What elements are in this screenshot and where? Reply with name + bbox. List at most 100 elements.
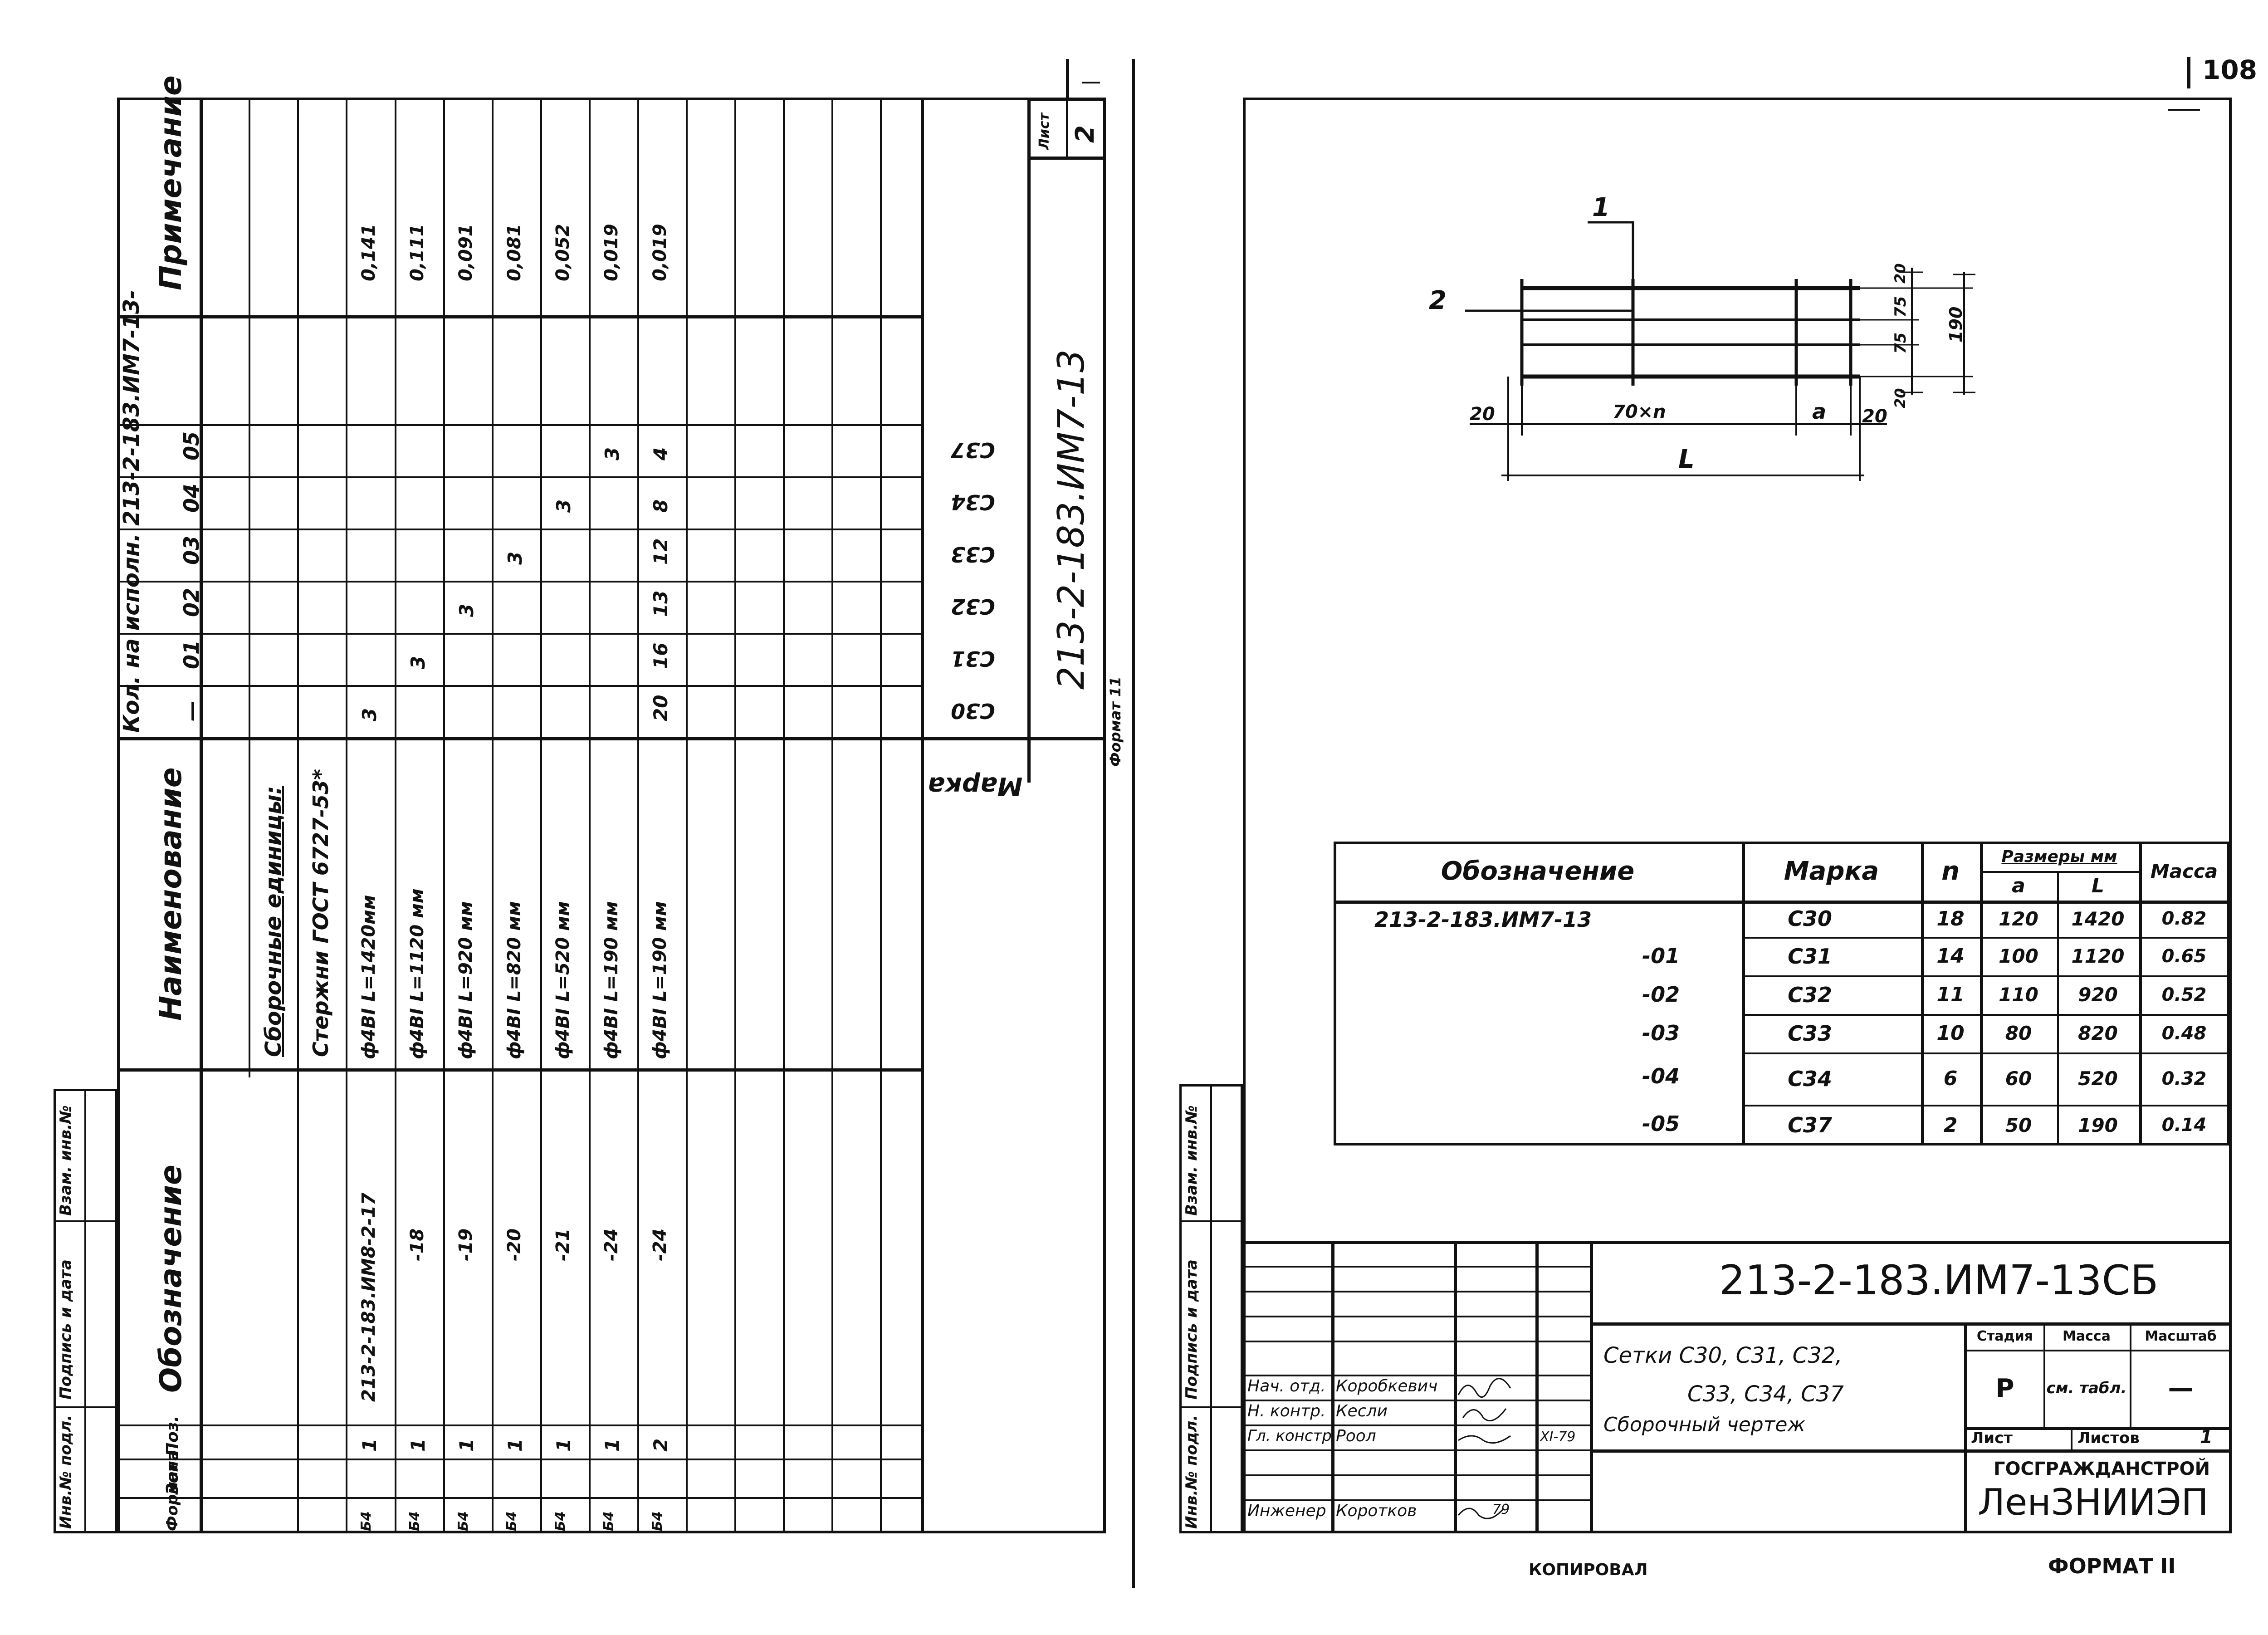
tb-person-date: XI-79	[1540, 1429, 1576, 1445]
drawing-label-2: 2	[1429, 286, 1447, 315]
spec-L: 190	[2078, 1114, 2118, 1136]
spec-designation: -03	[1642, 1021, 1680, 1045]
tb-row-line	[1243, 1341, 1590, 1342]
tb-person-role: Инженер	[1247, 1502, 1326, 1520]
spec-header-designation: Обозначение	[1441, 856, 1635, 886]
qty-section-bottom	[117, 737, 1106, 740]
spec-L: 1420	[2071, 907, 2125, 930]
spec-n: 10	[1936, 1022, 1965, 1045]
spec-row-line	[1742, 1052, 2229, 1054]
tb-sheet-bottom	[1590, 1449, 2232, 1453]
page-number-dash	[2168, 109, 2200, 111]
right-frame	[1243, 98, 2232, 1533]
tb-person-role: Н. контр.	[1247, 1402, 1326, 1420]
signature-mark	[1462, 1408, 1507, 1422]
row-line-3	[346, 98, 347, 1533]
row-line-10	[686, 98, 688, 1533]
tb-person-name: Коробкевич	[1336, 1377, 1438, 1395]
right-stamp-divider	[1210, 1084, 1212, 1533]
spec-mass: 0.82	[2161, 908, 2207, 929]
row-line-6	[492, 98, 494, 1533]
spec-a: 100	[1999, 945, 2038, 967]
spec-a: 50	[2005, 1114, 2032, 1136]
spec-mass: 0.48	[2161, 1023, 2207, 1044]
left-stamp-sep1	[54, 1406, 117, 1408]
spec-col-line	[1980, 842, 1983, 1145]
spec-n: 11	[1936, 983, 1965, 1006]
tb-row-line	[1243, 1400, 1590, 1401]
tb-person-date: 79	[1492, 1502, 1510, 1518]
sheet-fold-line	[1132, 59, 1135, 1588]
exec-col-00	[117, 685, 921, 687]
tb-title-line1: Сетки С30, С31, С32,	[1603, 1343, 1843, 1368]
tb-title-line2: С33, С34, С37	[1687, 1381, 1844, 1407]
spec-designation: -05	[1642, 1111, 1680, 1136]
left-frame	[117, 98, 1106, 1533]
tb-sheet-divider	[2071, 1427, 2072, 1449]
name-section-bottom	[117, 1068, 921, 1072]
tb-mass-label: Масса	[2063, 1328, 2111, 1344]
right-stamp-sep1	[1179, 1406, 1243, 1408]
tb-col-line	[1590, 1241, 1593, 1533]
spec-designation: -01	[1642, 944, 1680, 968]
page-number: 108	[2202, 54, 2258, 85]
tb-row-line	[1243, 1499, 1590, 1501]
tb-col-line	[1454, 1241, 1457, 1533]
spec-col-line	[1921, 842, 1924, 1145]
row-line-14	[880, 98, 882, 1533]
spec-col-line	[1742, 842, 1745, 1145]
row-line-9	[637, 98, 639, 1533]
spec-col-line	[2057, 871, 2059, 1145]
left-stamp-sep2	[54, 1220, 117, 1222]
spec-mass: 0.65	[2161, 945, 2207, 967]
tb-row-line	[1243, 1266, 1590, 1268]
tb-doc-code: 213-2-183.ИМ7-13СБ	[1719, 1257, 2159, 1304]
drawing-label-1: 1	[1592, 193, 1610, 222]
tb-person-name: Кесли	[1336, 1402, 1388, 1420]
exec-col-05	[117, 424, 921, 426]
spec-header-L: L	[2091, 874, 2105, 897]
tb-person-name: Роол	[1336, 1427, 1376, 1445]
spec-marka: С33	[1788, 1021, 1832, 1046]
spec-row-line	[1742, 937, 2229, 939]
spec-row-line	[1742, 975, 2229, 977]
spec-sizes-sub	[1980, 871, 2139, 873]
tb-col-line	[1331, 1241, 1334, 1533]
tb-code-bottom	[1590, 1322, 2232, 1326]
exec-col-02	[117, 581, 921, 583]
tb-stage-label: Стадия	[1976, 1328, 2033, 1344]
title-block-top	[1243, 1241, 2232, 1244]
tb-person-role: Нач. отд.	[1247, 1377, 1326, 1395]
row-line-11	[734, 98, 736, 1533]
left-corner-tick	[1066, 59, 1069, 98]
doc-code-top	[1027, 157, 1106, 160]
tb-row-line	[1243, 1474, 1590, 1476]
sheet-box-divider	[1066, 98, 1068, 157]
leader-line	[1588, 221, 1634, 290]
signature-mark	[1457, 1378, 1511, 1398]
tb-sheets-value: 1	[2200, 1427, 2213, 1448]
spec-header-n: n	[1941, 856, 1960, 886]
spec-col-line	[2139, 842, 2142, 1145]
spec-marka: С32	[1788, 982, 1832, 1007]
spec-header-sizes: Размеры мм	[2001, 847, 2117, 866]
spec-designation: -02	[1642, 982, 1680, 1007]
row-line-5	[443, 98, 445, 1533]
tb-row-line	[1243, 1316, 1590, 1317]
spec-L: 1120	[2071, 945, 2125, 967]
marka-band-right	[1027, 98, 1031, 783]
spec-n: 14	[1936, 945, 1965, 968]
copied-label: КОПИРОВАЛ	[1529, 1561, 1648, 1579]
tb-person-role: Гл. констр	[1247, 1427, 1332, 1445]
spec-header-mass: Масса	[2150, 860, 2218, 882]
spec-header-marka: Марка	[1784, 856, 1879, 886]
tb-title-line3: Сборочный чертеж	[1603, 1413, 1806, 1436]
row-line-8	[589, 98, 591, 1533]
spec-table-frame	[1334, 842, 2229, 1145]
spec-row-line	[1742, 1014, 2229, 1016]
exec-col-03	[117, 529, 921, 530]
spec-marka: С34	[1788, 1066, 1832, 1091]
spec-n: 18	[1936, 907, 1965, 930]
row-line-1	[249, 98, 250, 1077]
